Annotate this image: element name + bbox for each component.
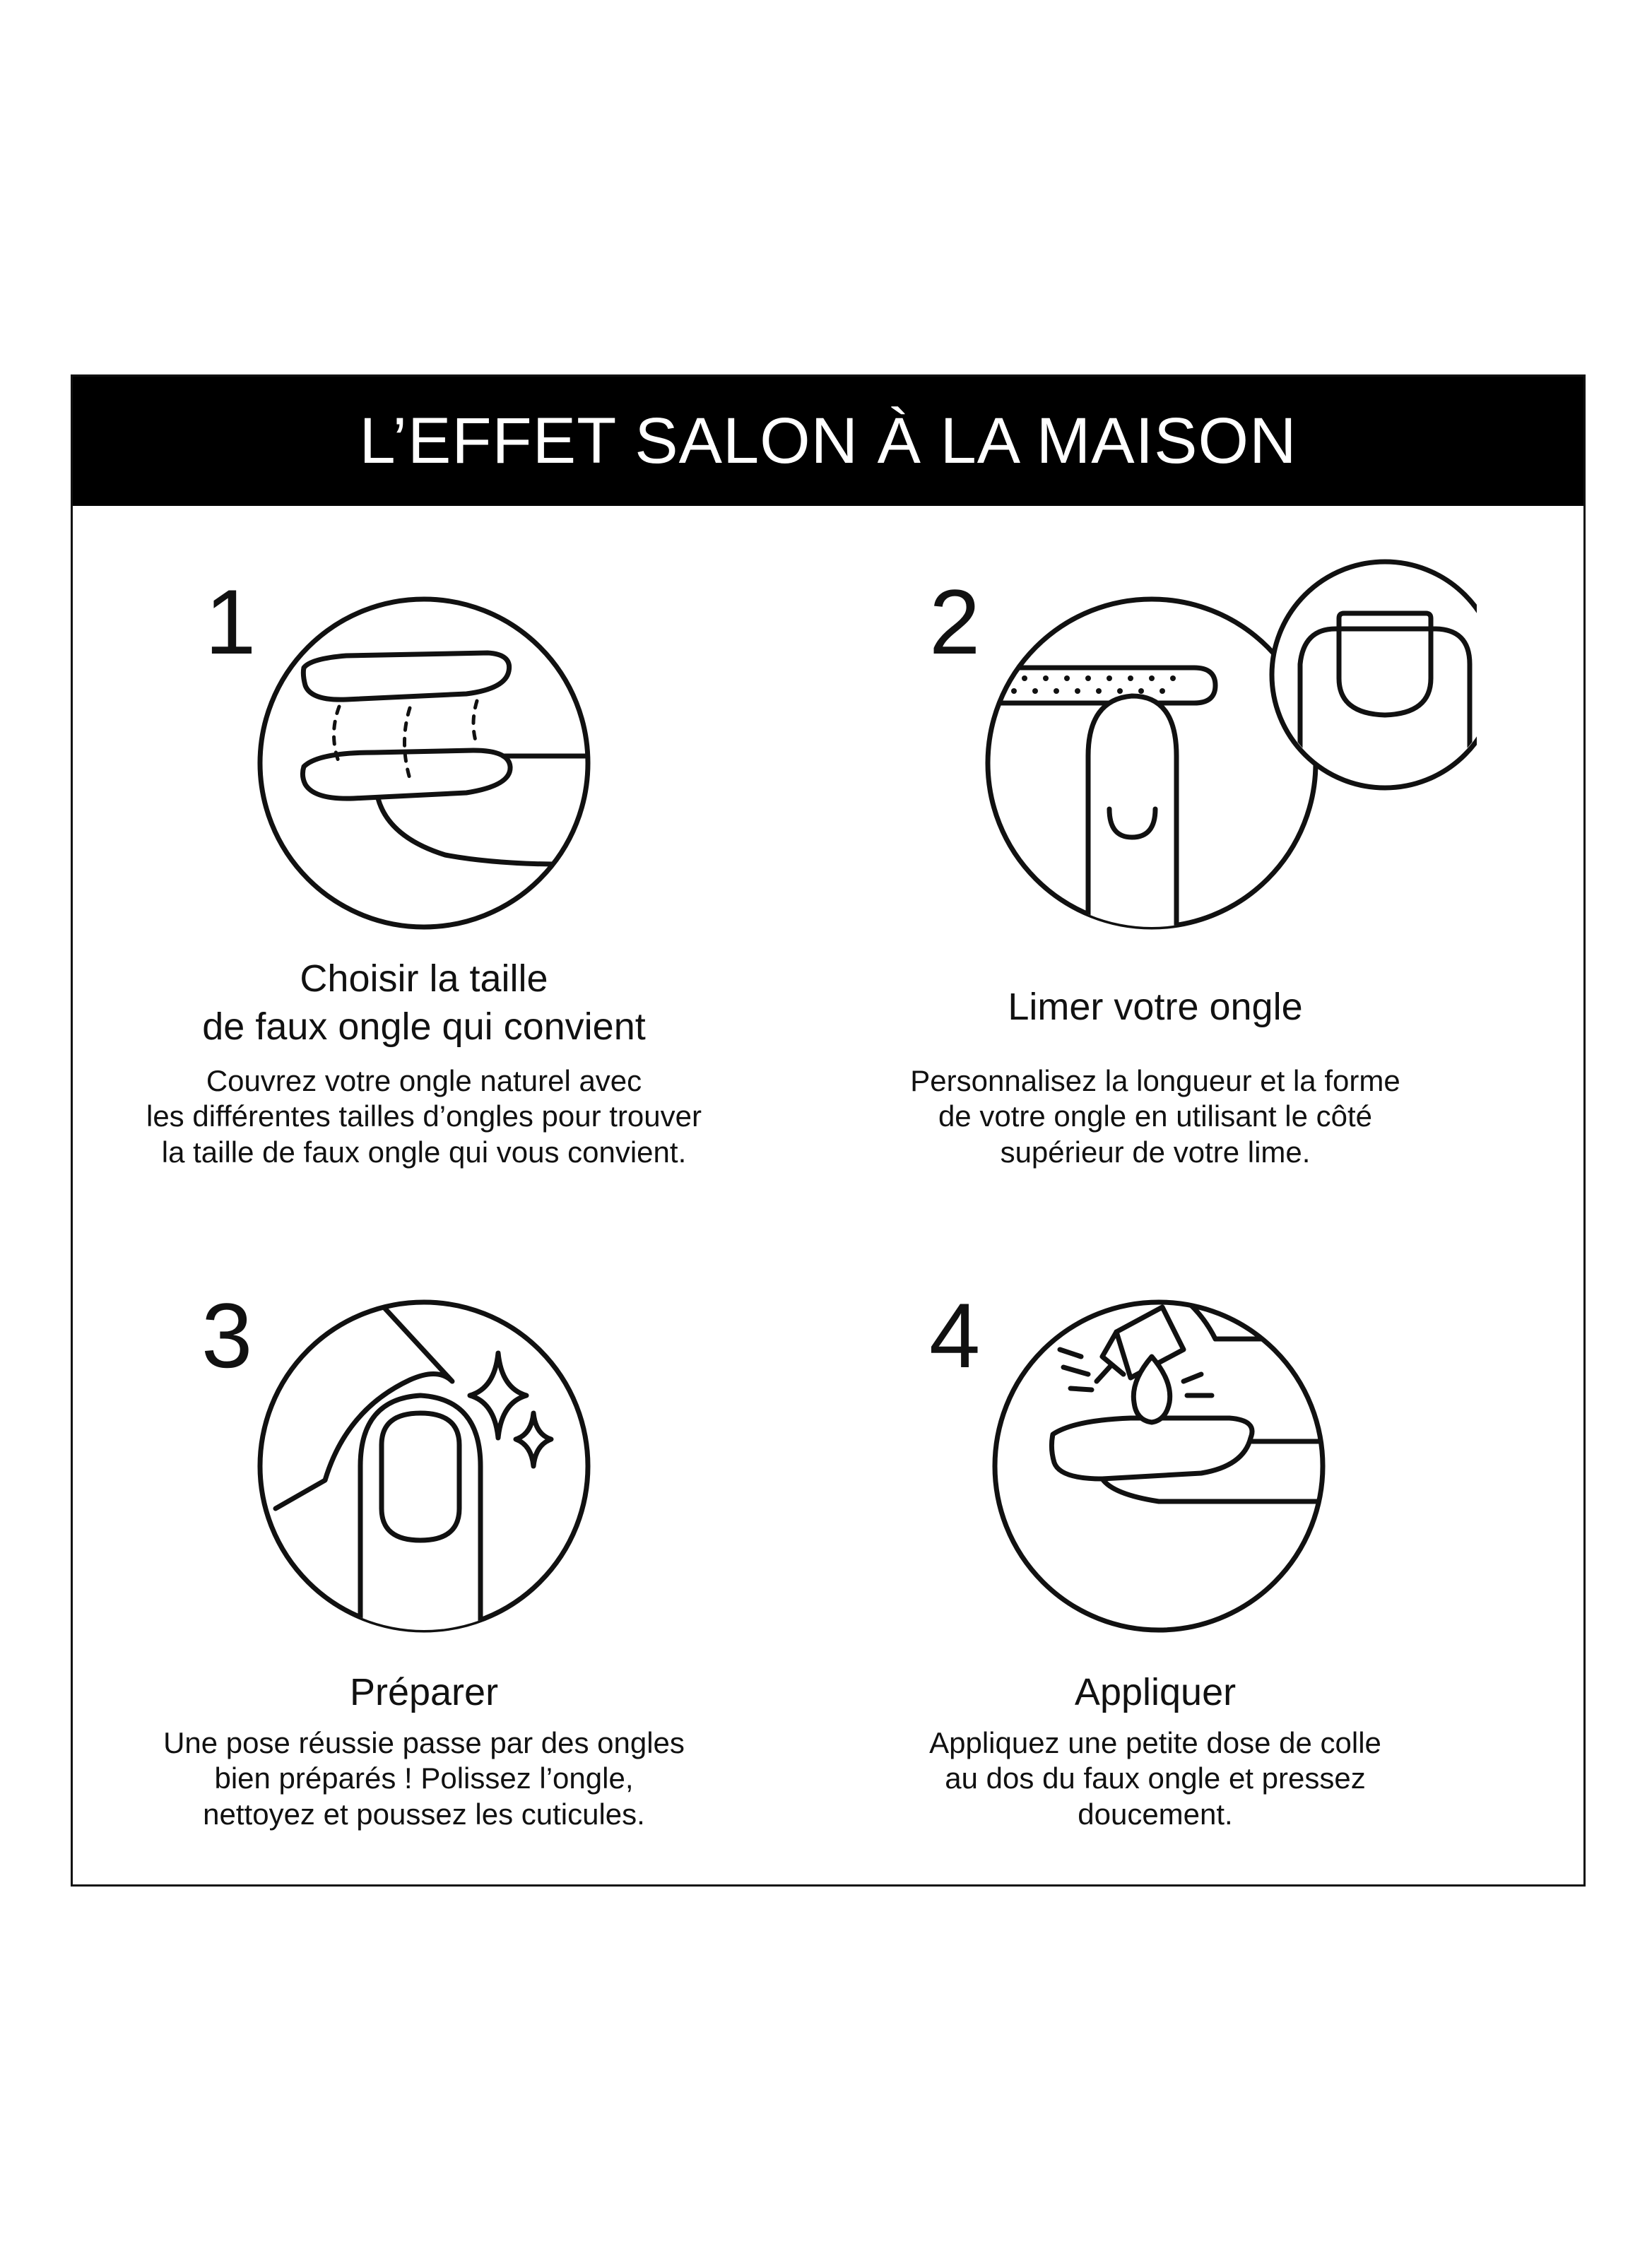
step-title: Appliquer (1074, 1671, 1237, 1713)
page-title: L’EFFET SALON À LA MAISON (359, 405, 1297, 477)
finger (358, 1393, 483, 1630)
nail-size-illustration (257, 596, 591, 930)
sparkle-icon (513, 1410, 554, 1469)
step-description: Couvrez votre ongle naturel avec les dif… (146, 1064, 702, 1169)
glue-drop-icon (1131, 1354, 1173, 1425)
sparkle-icon (467, 1350, 529, 1441)
step-number: 1 (205, 570, 256, 673)
step-description: Personnalisez la longueur et la forme de… (910, 1064, 1400, 1169)
step-title: Limer votre ongle (1008, 986, 1303, 1028)
step-number: 3 (201, 1284, 253, 1387)
cuticle-tool (273, 1302, 455, 1511)
emphasis-line (1068, 1386, 1095, 1393)
natural-nail-shape (300, 748, 513, 801)
step-description: Une pose réussie passe par des ongles bi… (163, 1726, 685, 1831)
zoom-circle (1269, 559, 1477, 791)
step-number: 2 (929, 570, 981, 673)
false-nail-shape (300, 650, 512, 702)
shaped-nail (1336, 610, 1434, 718)
step-title: Choisir la taille de faux ongle qui conv… (202, 957, 646, 1048)
instructions-panel: L’EFFET SALON À LA MAISON (71, 374, 1586, 1887)
false-nail-shape (1049, 1415, 1255, 1482)
glue-bottle (1114, 1304, 1186, 1381)
step-number: 4 (929, 1284, 981, 1387)
nail-prep-illustration (257, 1299, 591, 1633)
glue-application-illustration (992, 1299, 1326, 1633)
nail-file (988, 665, 1218, 706)
nail-file-illustration (985, 559, 1477, 930)
step-title: Préparer (349, 1671, 499, 1713)
emphasis-line (1061, 1364, 1091, 1377)
emphasis-line (1057, 1347, 1084, 1359)
emphasis-line (1181, 1371, 1204, 1384)
header-banner: L’EFFET SALON À LA MAISON (73, 377, 1583, 506)
step-description: Appliquez une petite dose de colle au do… (929, 1726, 1381, 1831)
finger (1085, 693, 1179, 927)
